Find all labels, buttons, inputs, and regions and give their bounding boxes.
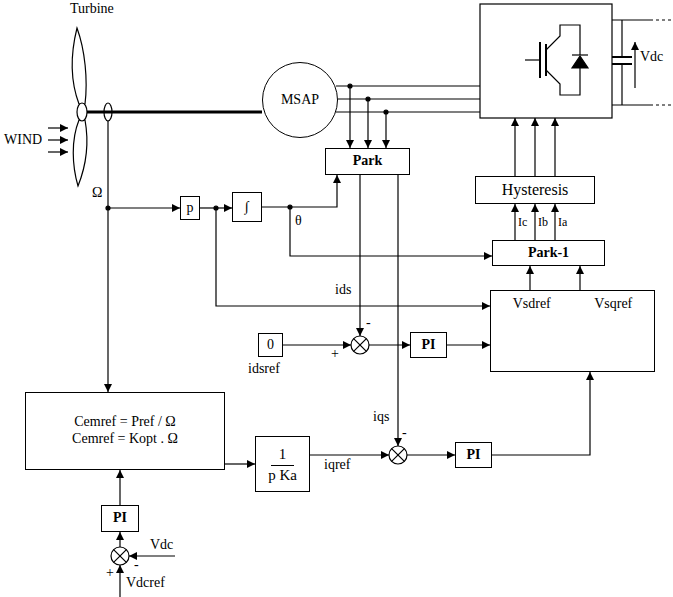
converter-symbol xyxy=(480,4,612,118)
node-text: 1 xyxy=(271,445,295,466)
node-text: Cemref = Kopt . Ω xyxy=(72,431,178,448)
gain-box: p xyxy=(180,196,200,221)
signal-name: θ xyxy=(295,214,302,228)
signal-name: - xyxy=(402,426,407,440)
signal-name: Vdc xyxy=(640,50,663,64)
signal-name: Ω xyxy=(92,186,102,200)
signal-arrow xyxy=(529,266,530,290)
gain-box: 1p Ka xyxy=(255,436,310,492)
signal-arrow xyxy=(534,204,535,240)
node-text: Cemref = Pref / Ω xyxy=(74,414,176,431)
controller-box: PI xyxy=(101,505,139,532)
node-text: Hysteresis xyxy=(502,180,569,199)
node-text: MSAP xyxy=(281,92,319,109)
controller-box: PI xyxy=(410,332,447,358)
transform-box: Park xyxy=(325,148,410,175)
node-text: Park xyxy=(353,153,383,170)
signal-name: WIND xyxy=(4,133,42,147)
d-axis-wires xyxy=(283,175,410,354)
node-text: Park-1 xyxy=(528,245,569,262)
signal-name: Ib xyxy=(538,216,548,228)
signal-name: ids xyxy=(335,283,351,297)
signal-arrow xyxy=(579,266,580,290)
wind-arrows xyxy=(48,128,68,152)
node-text: PI xyxy=(467,447,481,464)
constant-box: 0 xyxy=(258,333,283,358)
node-text: PI xyxy=(113,510,127,527)
integrator-box: ∫ xyxy=(232,192,262,222)
signal-arrow xyxy=(119,470,120,505)
signal-name: idsref xyxy=(248,362,280,376)
gate-signals xyxy=(515,118,555,176)
transform-box: Park-1 xyxy=(492,240,605,266)
turbine-symbol xyxy=(72,28,262,186)
signal-name: Vdc xyxy=(150,538,173,552)
node-text: PI xyxy=(422,337,436,354)
signal-name: Ic xyxy=(518,216,527,228)
node-text: ∫ xyxy=(245,199,249,216)
node-text: 0 xyxy=(267,337,274,354)
node-text: Vsqref xyxy=(594,296,632,313)
signal-name: + xyxy=(331,347,339,361)
node-text: p Ka xyxy=(268,466,297,484)
signal-name: iqref xyxy=(324,458,350,472)
signal-arrow xyxy=(200,207,232,208)
controller-box: PI xyxy=(455,442,492,468)
signal-name: + xyxy=(106,566,114,580)
signal-arrow xyxy=(447,344,490,345)
signal-name: Vdcref xyxy=(126,576,165,590)
signal-arrow xyxy=(554,204,555,240)
dc-loop-wires xyxy=(111,532,175,597)
signal-name: iqs xyxy=(373,410,389,424)
generator-circle: MSAP xyxy=(262,62,338,138)
node-text: Vsdref xyxy=(513,296,551,313)
voltage-reference-box: Vsdref Vsqref xyxy=(490,290,655,372)
signal-arrow xyxy=(492,372,590,455)
node-text: p xyxy=(187,200,194,217)
signal-arrow xyxy=(225,463,255,464)
hysteresis-box: Hysteresis xyxy=(475,176,595,204)
phase-wires xyxy=(336,84,480,148)
dc-bus xyxy=(612,20,673,105)
speed-wire xyxy=(106,121,180,392)
signal-name: Turbine xyxy=(70,2,114,16)
signal-name: - xyxy=(134,558,139,572)
signal-name: Ia xyxy=(558,216,567,228)
signal-arrow xyxy=(262,175,337,207)
q-axis-wires xyxy=(310,175,455,464)
signal-arrow xyxy=(514,204,515,240)
torque-reference-box: Cemref = Pref / ΩCemref = Kopt . Ω xyxy=(25,392,225,470)
signal-name: - xyxy=(366,316,371,330)
